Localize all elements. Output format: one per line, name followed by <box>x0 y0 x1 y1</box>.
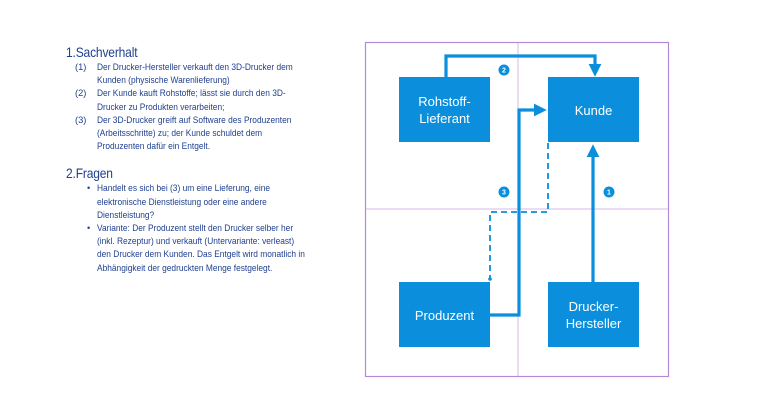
question-item-1: • Handelt es sich bei (3) um eine Liefer… <box>66 182 366 222</box>
box-rohstoff-shape <box>399 77 490 142</box>
badge-2-number: 2 <box>502 68 506 75</box>
fact-line: Drucker zu Produkten verarbeiten; <box>97 101 225 112</box>
box-rohstoff-label-line2: Lieferant <box>419 111 470 126</box>
box-hersteller-label-line1: Drucker- <box>569 299 619 314</box>
box-produzent-label: Produzent <box>415 308 475 323</box>
diagram-frame <box>364 41 670 378</box>
badge-2: 2 <box>498 64 510 76</box>
box-produzent-shape <box>399 282 490 347</box>
question-line: Handelt es sich bei (3) um eine Lieferun… <box>97 183 271 194</box>
badge-3-circle <box>498 186 510 198</box>
box-rohstoff-label-line1: Rohstoff- <box>418 94 471 109</box>
fact-line: Der 3D-Drucker greift auf Software des P… <box>97 114 292 125</box>
box-drucker-hersteller: Drucker- Hersteller <box>548 282 639 347</box>
fact-item-3: (3) Der 3D-Drucker greift auf Software d… <box>66 114 366 154</box>
question-line: (inkl. Rezeptur) und verkauft (Untervari… <box>97 236 295 247</box>
box-kunde-shape <box>548 77 639 142</box>
fact-line: (Arbeitsschritte) zu; der Kunde schuldet… <box>97 128 263 139</box>
bullet-icon: • <box>87 183 91 194</box>
fact-number: (2) <box>75 88 87 99</box>
arrow-rohstoff-to-kunde <box>444 54 602 77</box>
fact-item-1: (1) Der Drucker-Hersteller verkauft den … <box>66 61 366 87</box>
question-line: Dienstleistung? <box>97 209 155 220</box>
badge-1-circle <box>603 186 615 198</box>
section-title-fragen: 2.Fragen <box>66 165 113 182</box>
question-item-2: • Variante: Der Produzent stellt den Dru… <box>66 222 366 275</box>
fact-list: (1) Der Drucker-Hersteller verkauft den … <box>66 61 366 153</box>
fact-line: Kunden (physische Warenlieferung) <box>97 75 230 86</box>
badge-3-number: 3 <box>502 190 506 197</box>
question-list: • Handelt es sich bei (3) um eine Liefer… <box>66 182 366 274</box>
question-line: Abhängigkeit der gedruckten Menge festge… <box>97 262 273 273</box>
box-hersteller-shape <box>548 282 639 347</box>
fact-line: Der Kunde kauft Rohstoffe; lässt sie dur… <box>97 88 286 99</box>
section-title-sachverhalt: 1.Sachverhalt <box>66 44 138 60</box>
box-hersteller-label-line2: Hersteller <box>566 316 622 331</box>
case-text-column: 1.Sachverhalt (1) Der Drucker-Hersteller… <box>66 44 366 275</box>
dashed-line-endpoint <box>488 277 492 281</box>
fact-line: Produzenten dafür ein Entgelt. <box>97 141 211 152</box>
arrow-produzent-to-kunde <box>490 103 547 317</box>
box-kunde-label: Kunde <box>575 103 613 118</box>
question-line: den Drucker dem Kunden. Das Entgelt wird… <box>97 249 305 260</box>
bullet-icon: • <box>87 223 91 234</box>
fact-number: (3) <box>75 114 87 125</box>
question-line: Variante: Der Produzent stellt den Druck… <box>97 223 294 234</box>
question-line: elektronische Dienstleistung oder eine a… <box>97 196 267 207</box>
box-kunde: Kunde <box>548 77 639 142</box>
badge-1-number: 1 <box>607 190 611 197</box>
fact-item-2: (2) Der Kunde kauft Rohstoffe; lässt sie… <box>66 87 366 113</box>
box-rohstoff-lieferant: Rohstoff- Lieferant <box>399 77 490 142</box>
badge-2-circle <box>498 64 510 76</box>
fact-line: Der Drucker-Hersteller verkauft den 3D-D… <box>97 62 293 72</box>
dashed-payment-line <box>489 143 549 279</box>
box-produzent: Produzent <box>399 282 490 347</box>
badge-1: 1 <box>603 186 615 198</box>
badge-3: 3 <box>498 186 510 198</box>
fact-number: (1) <box>75 62 87 72</box>
